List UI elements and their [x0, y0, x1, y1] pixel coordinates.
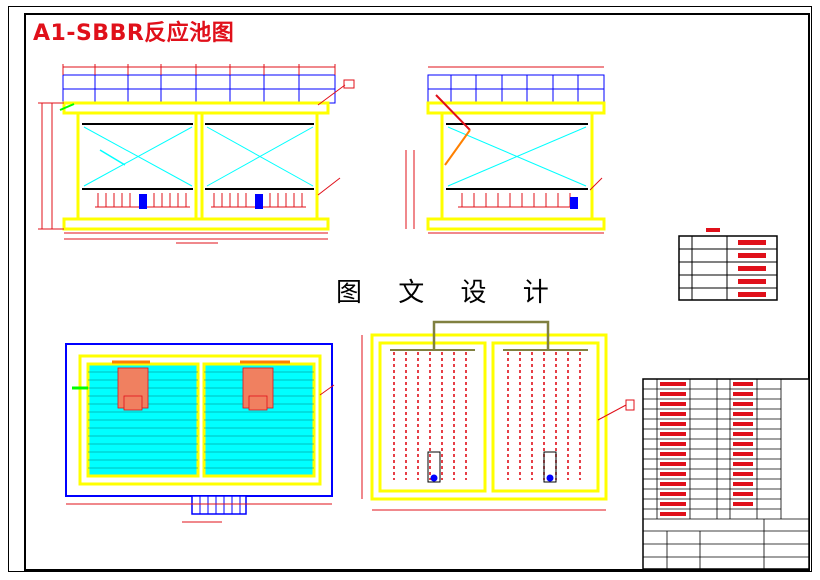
section-view-right: [405, 66, 606, 234]
section-view-left: [38, 64, 355, 244]
drawing-border-outer: [8, 6, 812, 572]
plan-view-left: [65, 343, 335, 523]
legend-table: [678, 228, 778, 301]
center-caption: 图 文 设 计: [336, 278, 563, 308]
title-block: [642, 378, 810, 570]
drawing-border-inner: [24, 13, 810, 571]
drawing-title: A1-SBBR反应池图: [33, 21, 235, 46]
plan-view-right: [361, 320, 635, 511]
